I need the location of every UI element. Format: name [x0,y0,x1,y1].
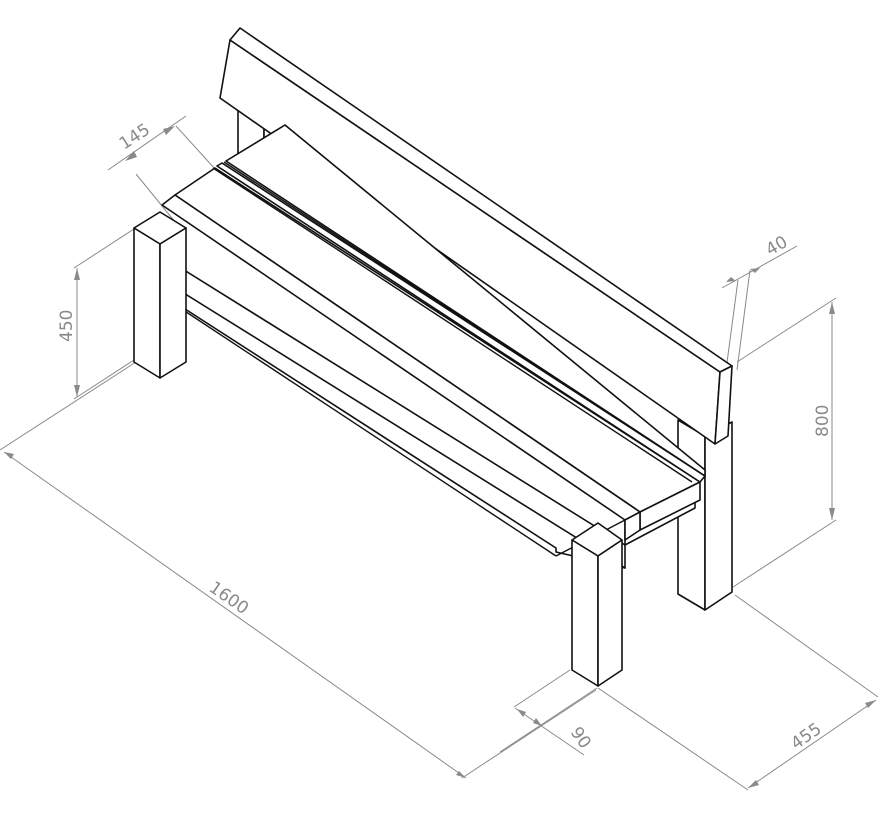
bench-outline [133,27,733,687]
dim-seat-board-width: 145 [116,120,154,154]
dim-backrest-thickness: 40 [763,232,792,260]
dim-overall-height: 800 [813,405,833,437]
dim-overall-depth: 455 [787,719,825,754]
dim-seat-height: 450 [57,310,77,342]
dim-overall-length: 1600 [205,578,252,619]
dim-leg-size: 90 [566,723,595,752]
dimension-lines [0,115,879,791]
